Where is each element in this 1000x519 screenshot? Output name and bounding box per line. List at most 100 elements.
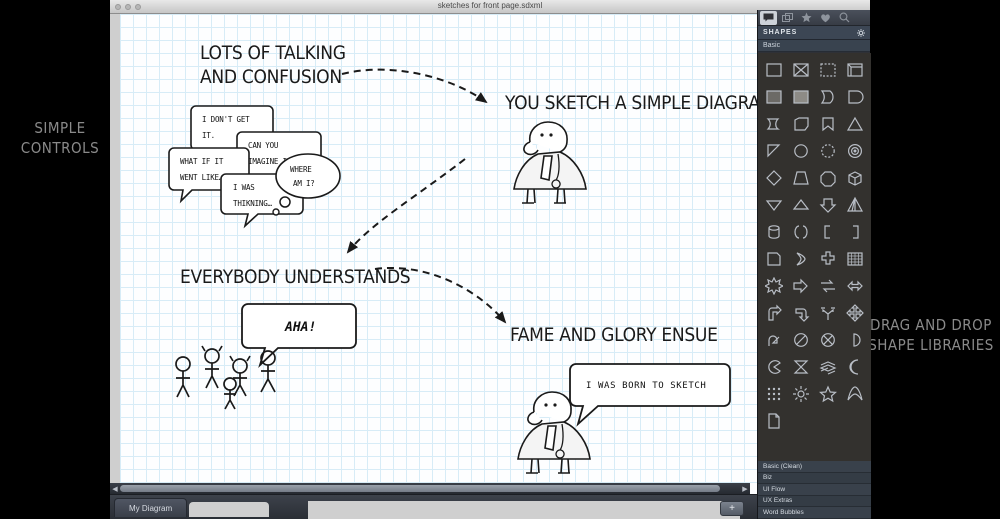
shape-document-curl[interactable] <box>761 246 786 271</box>
shape-pac-man[interactable] <box>761 354 786 379</box>
shape-cylinder[interactable] <box>761 219 786 244</box>
shape-brackets-pair[interactable] <box>788 219 813 244</box>
tab-strip[interactable]: My Diagram <box>114 498 270 517</box>
svg-text:I WAS BORN TO SKETCH: I WAS BORN TO SKETCH <box>586 381 706 391</box>
shape-arc-curve[interactable] <box>842 381 867 406</box>
tab-placeholder[interactable] <box>189 502 270 517</box>
shape-circle-x[interactable] <box>815 327 840 352</box>
diagram-canvas[interactable]: I DON'T GET IT. CAN YOU IMAGINE IF. WHAT… <box>120 14 848 494</box>
shape-arrows-swap[interactable] <box>815 273 840 298</box>
scroll-left-icon[interactable]: ◀ <box>112 485 118 493</box>
library-item-basic-clean[interactable]: Basic (Clean) <box>758 461 871 473</box>
circle-slash-icon <box>793 332 808 347</box>
bubble-where-am-i[interactable]: WHERE AM I? <box>272 153 341 216</box>
shape-rounded-rect[interactable] <box>842 84 867 109</box>
shapes-tab[interactable] <box>760 10 777 25</box>
shape-cube-box[interactable] <box>842 57 867 82</box>
shape-arrow-down[interactable] <box>815 192 840 217</box>
connector-arrow-1 <box>341 68 488 104</box>
shape-sun-burst[interactable] <box>788 381 813 406</box>
likes-tab[interactable] <box>817 11 834 25</box>
shape-chevron-down[interactable] <box>761 192 786 217</box>
shape-bracket-right[interactable] <box>842 219 867 244</box>
shape-grid-table[interactable] <box>842 246 867 271</box>
bubble-aha[interactable]: AHA! <box>241 303 357 368</box>
shape-diamond[interactable] <box>761 165 786 190</box>
shape-circle-slash[interactable] <box>788 327 813 352</box>
shape-arrow-bent-down[interactable] <box>788 300 813 325</box>
shape-hatched-rect[interactable] <box>761 84 786 109</box>
bubble-born-to-sketch[interactable]: I WAS BORN TO SKETCH <box>569 363 731 427</box>
shape-trapezoid[interactable] <box>788 165 813 190</box>
shape-right-triangle[interactable] <box>761 138 786 163</box>
svg-text:AM I?: AM I? <box>293 179 315 188</box>
annotation-drag-and-drop: DRAG AND DROP SHAPE LIBRARIES <box>866 315 996 356</box>
panel-tab-bar[interactable] <box>758 10 870 26</box>
shape-flag-curve[interactable] <box>815 84 840 109</box>
bracket-right-icon <box>852 224 859 239</box>
minimize-icon[interactable] <box>125 4 131 10</box>
shape-move-cross[interactable] <box>842 300 867 325</box>
shape-dots-grid[interactable] <box>761 381 786 406</box>
tab-my-diagram[interactable]: My Diagram <box>114 498 188 517</box>
shape-dotted-rect[interactable] <box>788 84 813 109</box>
shape-hourglass[interactable] <box>788 354 813 379</box>
shape-square-crossed[interactable] <box>788 57 813 82</box>
library-item-ux-extras[interactable]: UX Extras <box>758 495 871 507</box>
add-tab-button[interactable]: + <box>720 501 744 516</box>
canvas-horizontal-scrollbar[interactable]: ◀ ▶ <box>110 483 750 494</box>
shape-square-dashed[interactable] <box>815 57 840 82</box>
arrow-split-icon <box>820 306 835 320</box>
panel-section-basic[interactable]: Basic <box>758 40 870 52</box>
shape-pyramid[interactable] <box>842 192 867 217</box>
shape-library-list[interactable]: Basic (Clean) Biz UI Flow UX Extras Word… <box>758 461 871 519</box>
library-item-ui-flow[interactable]: UI Flow <box>758 484 871 496</box>
horizontal-scrollbar-thumb[interactable] <box>120 485 720 492</box>
shape-library-grid[interactable] <box>758 53 871 471</box>
starburst-icon <box>764 276 783 295</box>
shape-star-five[interactable] <box>815 381 840 406</box>
shape-octagon[interactable] <box>815 165 840 190</box>
shape-circle-dashed[interactable] <box>815 138 840 163</box>
shape-cross-plus[interactable] <box>815 246 840 271</box>
shape-chevron-up[interactable] <box>788 192 813 217</box>
shape-arrow-right[interactable] <box>788 273 813 298</box>
shape-arrow-split[interactable] <box>815 300 840 325</box>
shape-crescent-moon[interactable] <box>842 354 867 379</box>
shape-circle[interactable] <box>788 138 813 163</box>
layers-tab[interactable] <box>779 11 796 25</box>
shape-concentric-circle[interactable] <box>842 138 867 163</box>
shape-starburst[interactable] <box>761 273 786 298</box>
close-icon[interactable] <box>115 4 121 10</box>
shape-bracket-left[interactable] <box>815 219 840 244</box>
shape-square[interactable] <box>761 57 786 82</box>
gear-icon[interactable] <box>857 28 865 37</box>
shape-chevron-right[interactable] <box>788 246 813 271</box>
star-icon <box>801 12 812 23</box>
shape-arrows-left-right[interactable] <box>842 273 867 298</box>
arrow-bent-down-icon <box>794 307 809 322</box>
shape-arrow-bent-up[interactable] <box>761 300 786 325</box>
trapezoid-icon <box>792 170 809 185</box>
shape-cube-3d[interactable] <box>842 165 867 190</box>
traffic-lights[interactable] <box>115 4 141 10</box>
scroll-right-icon[interactable]: ▶ <box>742 485 748 493</box>
annotation-left-line2: CONTROLS <box>20 139 100 158</box>
shape-arrow-u-turn[interactable] <box>761 327 786 352</box>
shape-wave-shape[interactable] <box>761 111 786 136</box>
connector-arrow-2 <box>346 158 466 254</box>
shape-half-circle[interactable] <box>842 327 867 352</box>
shape-ribbon-banner[interactable] <box>815 111 840 136</box>
library-item-biz[interactable]: Biz <box>758 472 871 484</box>
shape-stack-layers[interactable] <box>815 354 840 379</box>
panel-title: SHAPES <box>763 29 798 36</box>
library-item-word-bubbles[interactable]: Word Bubbles <box>758 507 871 519</box>
favorites-tab[interactable] <box>798 11 815 25</box>
tab-bar-filler <box>308 501 740 519</box>
zoom-icon[interactable] <box>135 4 141 10</box>
shape-triangle[interactable] <box>842 111 867 136</box>
search-tab[interactable] <box>836 11 853 25</box>
title-bar[interactable]: sketches for front page.sdxml <box>110 0 870 14</box>
shape-cut-corner-rect[interactable] <box>788 111 813 136</box>
shape-page-sheet[interactable] <box>761 408 786 433</box>
